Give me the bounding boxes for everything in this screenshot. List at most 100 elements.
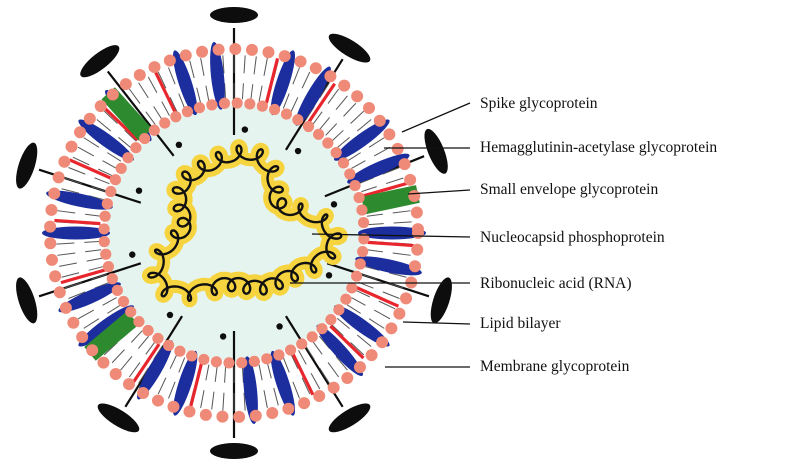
lipid-tail [366,213,383,217]
lipid-tail [83,137,100,148]
lipid-head-inner [296,338,308,350]
lipid-tail [91,186,107,193]
lipid-head-outer [49,270,62,283]
lipid-tail [292,381,300,399]
lipid-head-inner [193,102,206,114]
lipid-tail [253,56,257,75]
lipid-tail [72,156,90,166]
membrane-glycoprotein [243,356,258,424]
lipid-tail [258,85,263,102]
membrane-glycoprotein [78,119,134,161]
label-ribonucleic-acid: Ribonucleic acid (RNA) [480,275,632,292]
lipid-head-outer [216,410,229,423]
lipid-tail [145,341,156,355]
lipid-tail [178,93,186,109]
lipid-head-inner [186,350,198,362]
lipid-tail [351,160,366,169]
lipid-head-outer [410,206,423,219]
lipid-head-outer [179,49,192,62]
lipid-tail [138,335,149,349]
lipid-head-inner [163,339,175,351]
membrane-glycoprotein [58,282,121,313]
lipid-head-outer [122,378,135,391]
lipid-tail [346,304,361,314]
lipid-tail [366,249,383,253]
lipid-head-inner [353,192,365,204]
lipid-tail [111,349,125,364]
lipid-head-outer [385,322,398,335]
lipid-head-inner [306,331,318,343]
lipid-head-inner [284,344,297,356]
spike-head [210,443,258,459]
lipid-tail [312,111,323,125]
membrane-glycoprotein [172,50,198,116]
lipid-head-inner [130,142,142,154]
lipid-tail [368,137,385,148]
lipid-tail [56,242,75,245]
lipid-head-outer [282,402,295,415]
lipid-tail [319,82,330,99]
lipid-tail [64,177,82,185]
lipid-tail [157,377,167,395]
lipid-head-inner [316,323,328,335]
lipid-tail [243,55,246,74]
spike-head [424,128,448,174]
spike-anchor-dot [166,311,174,319]
lipid-tail [301,71,311,89]
lipid-head-outer [309,62,322,75]
lipid-tail [224,83,227,100]
lipid-head-inner [198,353,210,366]
lipid-head-inner [159,117,171,129]
lipid-tail [161,101,170,116]
spike-head [16,142,38,189]
membrane-glycoprotein [334,119,390,161]
lipid-head-outer [45,203,58,216]
lipid-tail [130,330,143,343]
lipid-head-inner [330,147,342,159]
membrane-glycoprotein [78,305,134,347]
lipid-tail [350,342,365,356]
lipid-tail [222,392,225,411]
lipid-tail [241,83,244,100]
lipid-tail [258,364,263,381]
lipid-tail [382,167,400,175]
lipid-head-outer [294,55,307,68]
lipid-tail [250,84,254,101]
spike-head [16,277,38,324]
lipid-tail [327,88,340,104]
membrane-glycoprotein [347,153,410,184]
lipid-head-outer [327,381,340,394]
lipid-tail [83,318,100,329]
membrane-glycoprotein [355,256,422,276]
lipid-head-outer [229,43,242,56]
lipid-head-inner [302,120,315,133]
viral-core [141,139,348,308]
lipid-head-outer [76,330,89,343]
lipid-tail [86,257,103,262]
spike-head [430,277,452,324]
lipid-head-outer [408,260,421,273]
lipid-tail [200,390,205,408]
lipid-tail [124,129,137,142]
lipid-head-outer [167,400,180,413]
spike-stalk [326,262,430,298]
lipid-head-inner [181,106,194,118]
lipid-head-inner [273,349,285,361]
spike-head [210,7,258,23]
lipid-head-outer [199,408,212,421]
lipid-head-inner [139,132,151,145]
lipid-head-outer [365,349,378,362]
lipid-tail [290,97,299,112]
lipid-head-inner [236,357,248,369]
spike-anchor-dot [325,272,333,279]
spike-anchor-dot [294,147,302,155]
label-hemagglutinin-acetylase-glycoprotein: Hemagglutinin-acetylase glycoprotein [480,139,717,156]
lipid-tail [319,367,330,384]
lipid-head-outer [163,54,176,67]
lipid-head-inner [210,356,222,368]
lipid-tail [103,342,118,356]
lipid-head-inner [344,168,356,180]
lipid-head-outer [196,45,209,58]
lipid-tail [350,110,365,124]
lipid-tail [107,304,122,314]
